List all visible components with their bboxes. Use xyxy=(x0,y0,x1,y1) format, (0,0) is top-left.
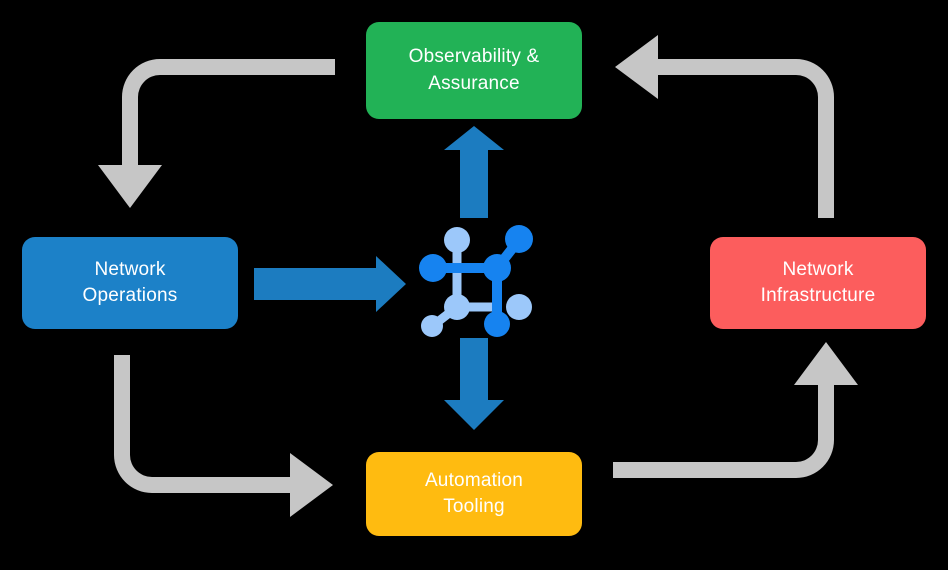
blue-arrow-center-to-automation xyxy=(444,338,504,430)
gray-arrow-operations-to-automation xyxy=(114,355,333,517)
mesh-node-hub-primary xyxy=(483,254,511,282)
mesh-node-topright-primary xyxy=(505,225,533,253)
mesh-node-bottomleft-light xyxy=(421,315,443,337)
gray-arrow-infrastructure-to-observability xyxy=(615,35,834,218)
gray-arrow-automation-to-infrastructure xyxy=(613,342,858,478)
blue-arrow-center-to-observability xyxy=(444,126,504,218)
gray-arrow-observability-to-operations xyxy=(98,59,335,208)
mesh-node-top-light xyxy=(444,227,470,253)
node-box-network-infrastructure[interactable]: Network Infrastructure xyxy=(710,237,926,329)
mesh-node-center-light xyxy=(444,294,470,320)
node-box-network-operations[interactable]: Network Operations xyxy=(22,237,238,329)
mesh-node-bottom-primary xyxy=(484,311,510,337)
node-box-automation-tooling[interactable]: Automation Tooling xyxy=(366,452,582,536)
mesh-node-right-light xyxy=(506,294,532,320)
mesh-node-left-primary xyxy=(419,254,447,282)
blue-arrow-operations-to-center xyxy=(254,256,406,312)
node-box-observability[interactable]: Observability & Assurance xyxy=(366,22,582,119)
